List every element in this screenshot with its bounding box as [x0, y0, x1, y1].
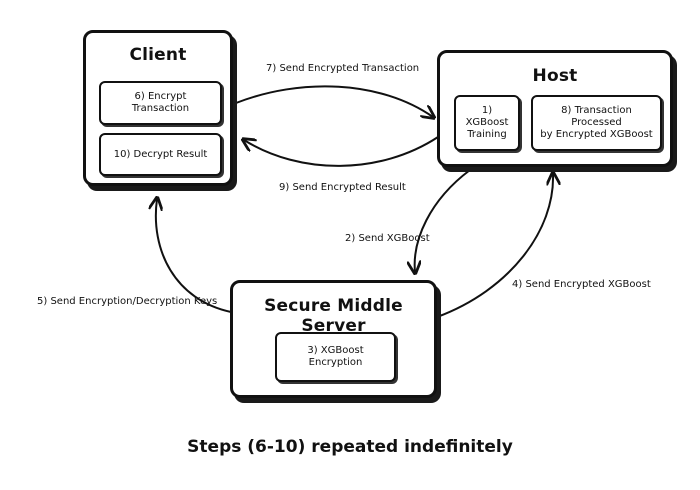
arrow-send-encrypted-xgboost — [436, 174, 553, 318]
decrypt-result-step: 10) Decrypt Result — [99, 133, 222, 176]
encrypt-transaction-step: 6) Encrypt Transaction — [99, 81, 222, 125]
xgboost-encryption-step: 3) XGBoost Encryption — [275, 332, 396, 382]
label-send-encrypted-result: 9) Send Encrypted Result — [279, 182, 406, 193]
secure-middle-server-title: Secure Middle Server — [264, 296, 403, 336]
label-send-encrypted-transaction: 7) Send Encrypted Transaction — [266, 63, 420, 74]
label-send-encrypted-xgboost: 4) Send Encrypted XGBoost — [512, 279, 651, 290]
footer-note: Steps (6-10) repeated indefinitely — [187, 437, 513, 457]
label-send-keys: 5) Send Encryption/Decryption Keys — [37, 296, 218, 307]
client-title: Client — [129, 45, 187, 65]
host-node: Host 1) XGBoost Training 8) Transaction … — [437, 50, 673, 167]
xgboost-training-step: 1) XGBoost Training — [454, 95, 520, 151]
secure-middle-server-node: Secure Middle Server 3) XGBoost Encrypti… — [230, 280, 437, 398]
transaction-processed-step: 8) Transaction Processed by Encrypted XG… — [531, 95, 662, 151]
client-node: Client 6) Encrypt Transaction 10) Decryp… — [83, 30, 233, 186]
arrow-send-encrypted-transaction — [235, 85, 433, 117]
label-send-xgboost: 2) Send XGBoost — [345, 233, 430, 244]
host-title: Host — [532, 66, 578, 86]
arrow-send-xgboost — [415, 169, 471, 272]
arrow-send-keys — [156, 199, 232, 313]
arrow-send-encrypted-result — [244, 136, 439, 167]
